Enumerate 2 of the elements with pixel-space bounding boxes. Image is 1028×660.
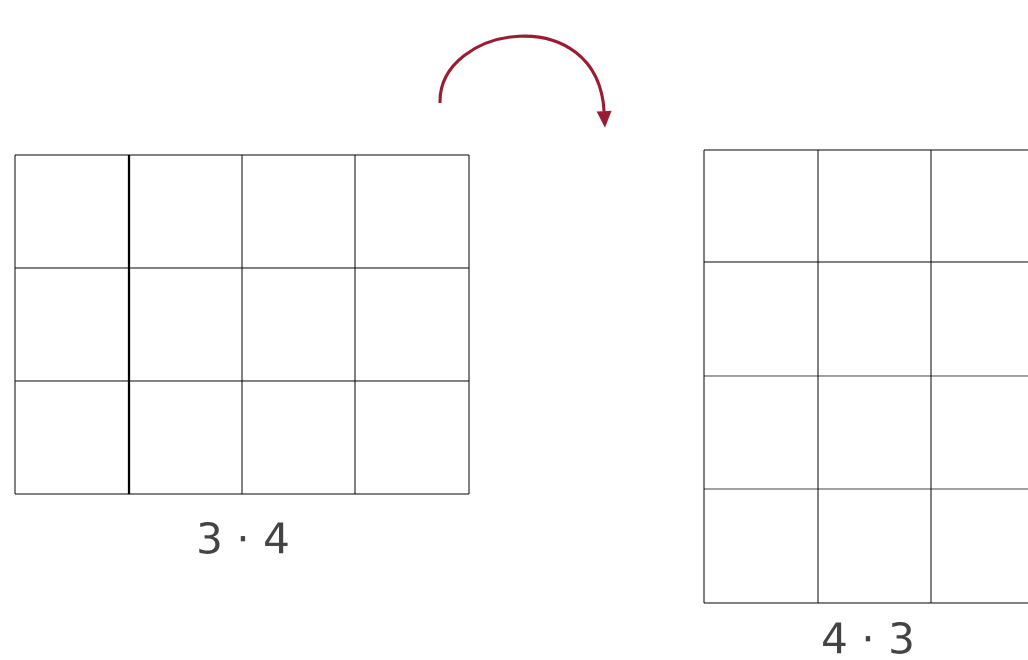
expression-label: 3 · 4 <box>199 522 288 554</box>
expression-label: 4 · 3 <box>823 622 912 654</box>
